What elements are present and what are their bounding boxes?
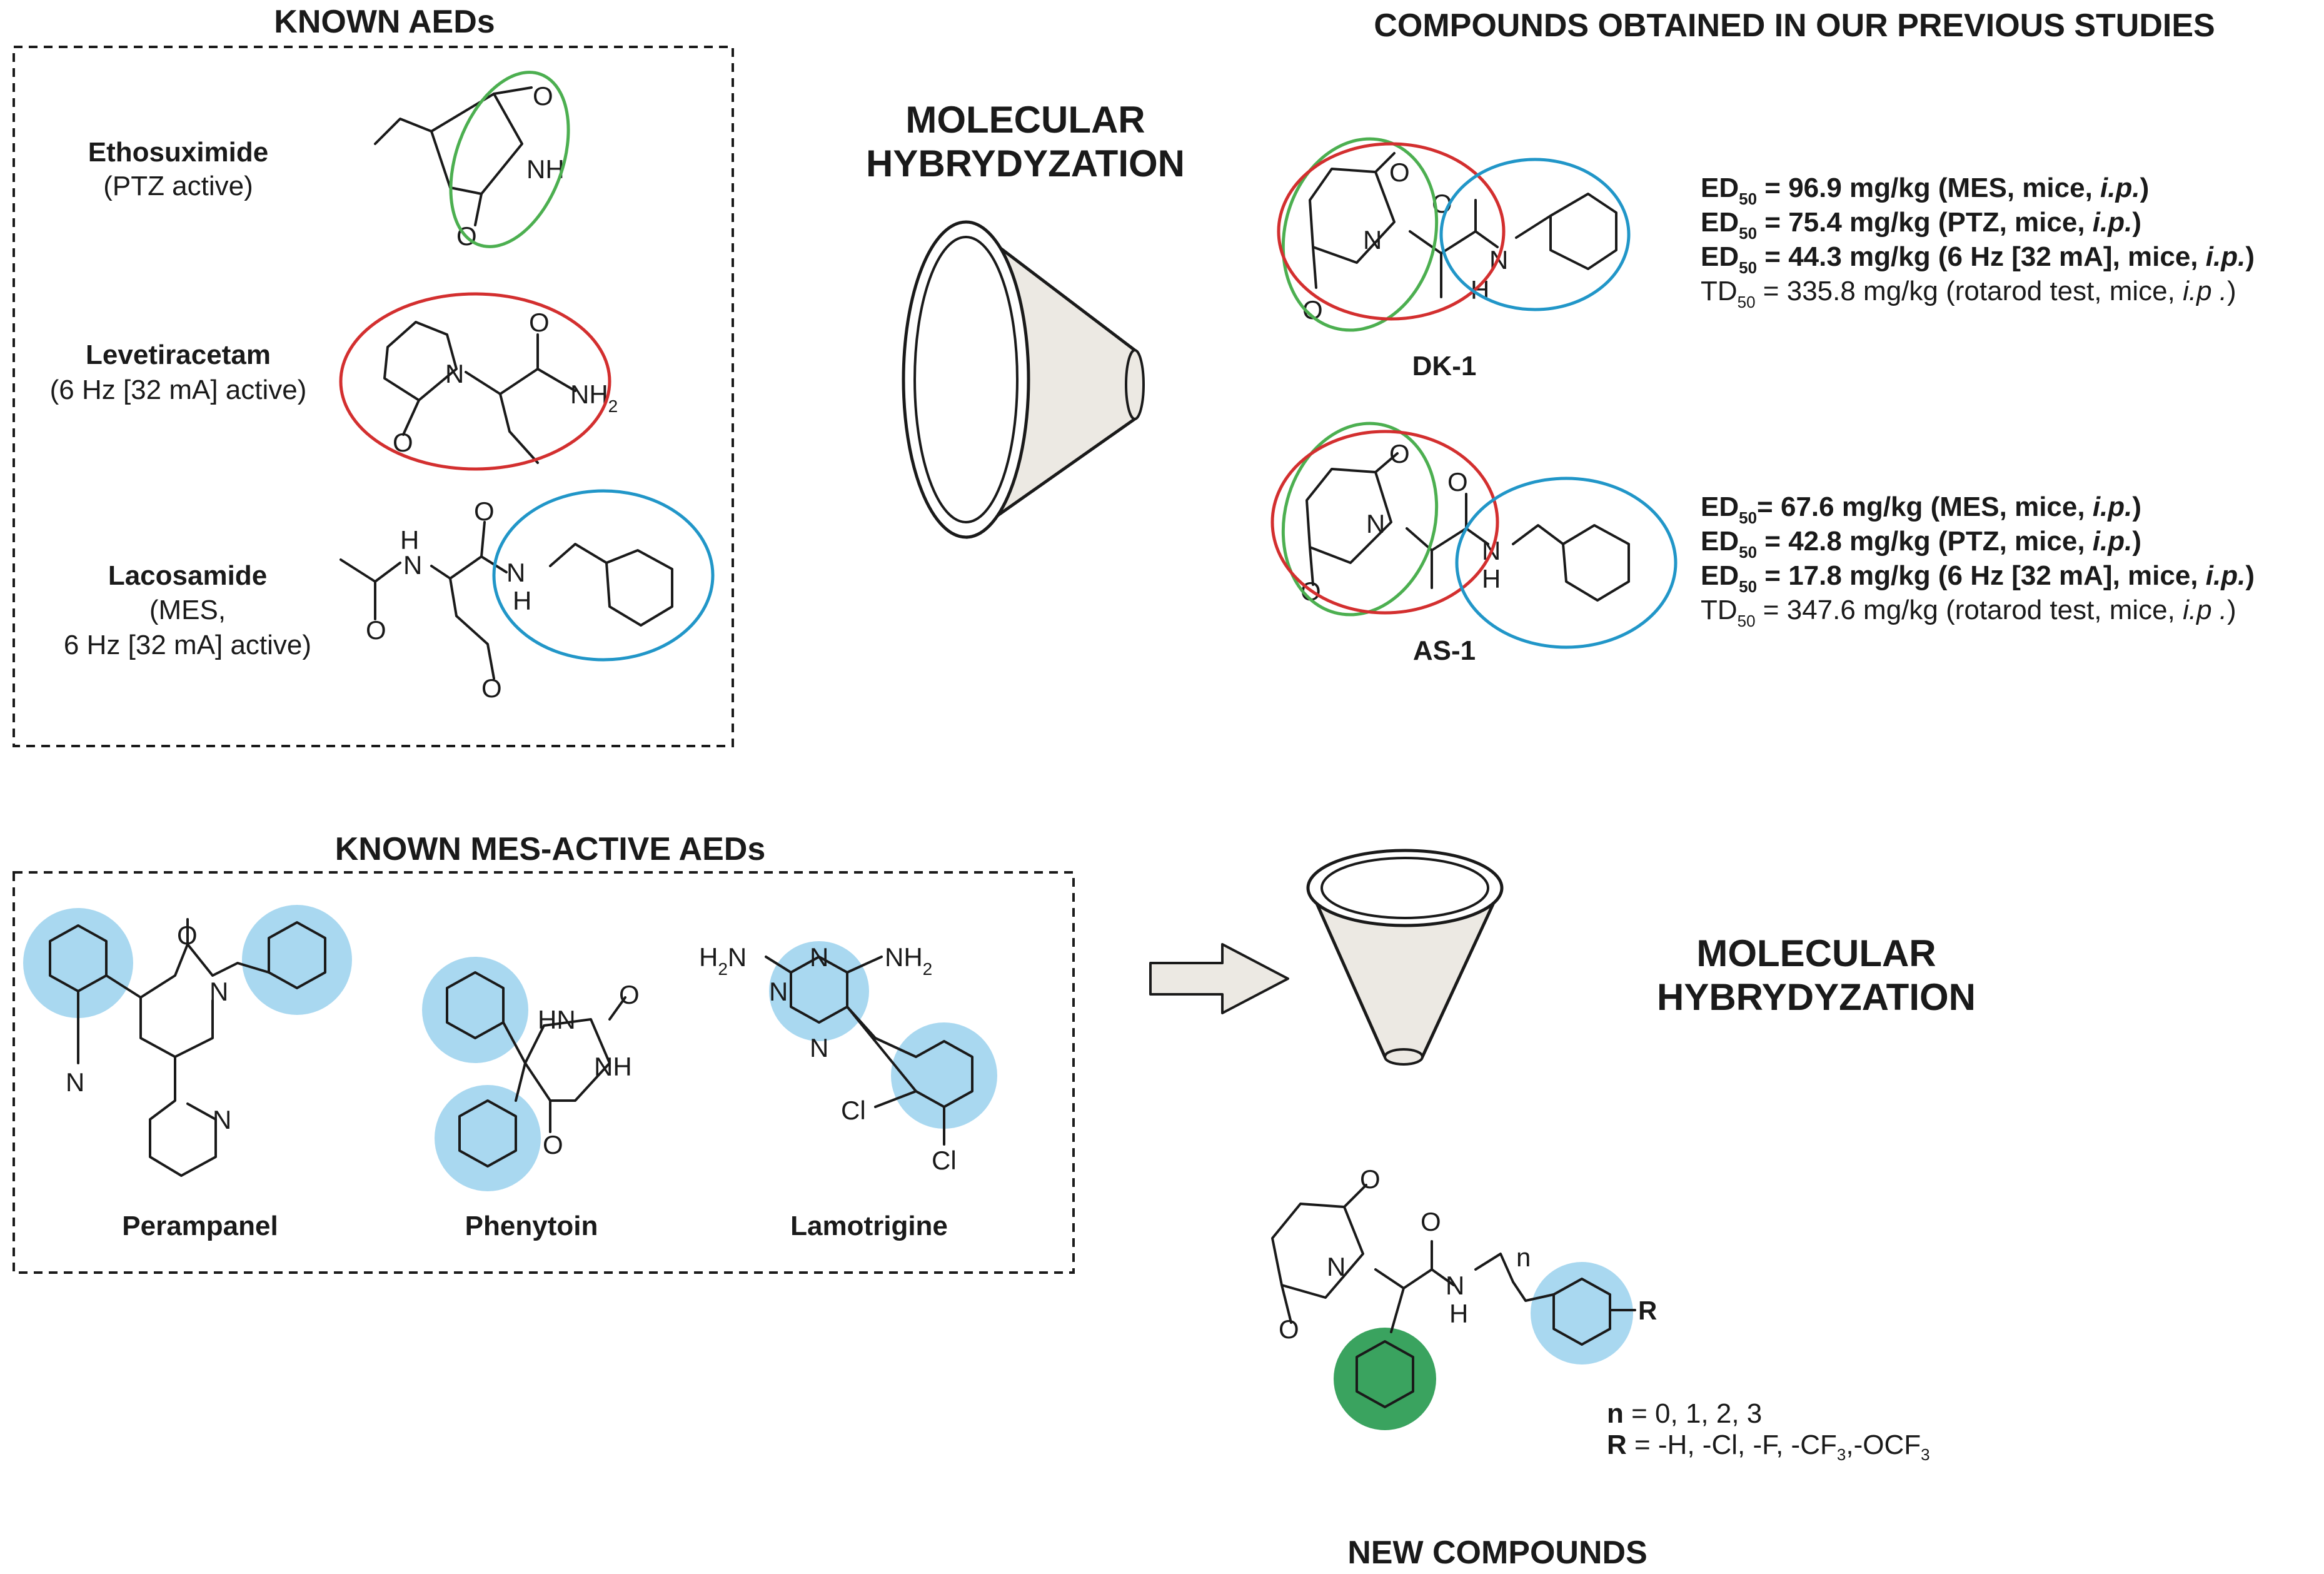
atom-n: N [66, 1067, 84, 1097]
compound-name-as1: AS-1 [1413, 635, 1476, 666]
atom-h: H [513, 586, 531, 615]
atom-n: N [1446, 1271, 1464, 1300]
drug-name-ethosuximide: Ethosuximide [88, 137, 269, 168]
result-as1-1: ED50 = 42.8 mg/kg (PTZ, mice, i.p.) [1701, 526, 2141, 562]
compound-name-dk1: DK-1 [1412, 351, 1477, 381]
hybridization-top-line2: HYBRYDYZATION [866, 143, 1185, 184]
previous-panel: COMPOUNDS OBTAINED IN OUR PREVIOUS STUDI… [1270, 8, 2255, 666]
atom-o: O [481, 673, 502, 703]
atom-o: O [1360, 1164, 1381, 1194]
drug-activity-ethosuximide: (PTZ active) [103, 171, 253, 201]
new-compound-structure: O N O O N H n R [1271, 1164, 1657, 1430]
result-as1-2: ED50 = 17.8 mg/kg (6 Hz [32 mA], mice, i… [1701, 560, 2255, 596]
r-values: R = -H, -Cl, -F, -CF3,-OCF3 [1607, 1430, 1930, 1464]
atom-o: O [474, 497, 495, 526]
known-aeds-title: KNOWN AEDs [274, 4, 495, 40]
atom-nh2: NH2 [570, 380, 618, 416]
atom-cl: Cl [841, 1096, 866, 1125]
hybridization-top: MOLECULAR HYBRYDYZATION [866, 99, 1185, 540]
atom-n: N [403, 550, 422, 580]
atom-h: H [1482, 564, 1501, 593]
known-aeds-panel: KNOWN AEDs Ethosuximide (PTZ active) O N… [13, 4, 734, 747]
results-as1: ED50= 67.6 mg/kg (MES, mice, i.p.) ED50 … [1701, 492, 2255, 630]
atom-o: O [1389, 158, 1410, 187]
atom-n: N [810, 942, 828, 972]
structure-as1: O N O O N H [1270, 421, 1678, 649]
structure-levetiracetam: N O O NH2 [339, 292, 618, 471]
known-aeds-box [13, 46, 734, 747]
drug-name-lacosamide: Lacosamide [108, 560, 267, 591]
hybridization-bottom-line2: HYBRYDYZATION [1657, 976, 1976, 1018]
mes-active-title: KNOWN MES-ACTIVE AEDs [335, 831, 766, 867]
atom-o: O [1447, 467, 1468, 497]
atom-o: O [619, 980, 640, 1009]
atom-n: N [213, 1105, 231, 1134]
structure-lamotrigine: H2N NH2 N N N Cl Cl [699, 941, 997, 1175]
atom-o: O [1389, 439, 1410, 468]
atom-n: N [1366, 509, 1385, 538]
atom-n: N [769, 977, 788, 1006]
structure-phenytoin: HN O NH O [422, 957, 640, 1191]
result-dk1-0: ED50 = 96.9 mg/kg (MES, mice, i.p.) [1701, 173, 2149, 208]
structure-perampanel: O N N N [23, 905, 352, 1177]
atom-h: H [400, 525, 419, 555]
drug-activity-levetiracetam: (6 Hz [32 mA] active) [50, 375, 307, 405]
atom-cl: Cl [932, 1146, 957, 1175]
hybridization-bottom: MOLECULAR HYBRYDYZATION [1306, 849, 1976, 1066]
atom-r: R [1638, 1296, 1657, 1325]
atom-o: O [1421, 1207, 1441, 1236]
drug-name-perampanel: Perampanel [122, 1211, 278, 1241]
n-values: n = 0, 1, 2, 3 [1607, 1398, 1762, 1429]
result-dk1-3: TD50 = 335.8 mg/kg (rotarod test, mice, … [1701, 276, 2236, 311]
hybridization-bottom-line1: MOLECULAR [1696, 932, 1936, 974]
result-as1-0: ED50= 67.6 mg/kg (MES, mice, i.p.) [1701, 492, 2141, 527]
mes-active-box [13, 871, 1075, 1274]
previous-title: COMPOUNDS OBTAINED IN OUR PREVIOUS STUDI… [1374, 8, 2215, 44]
atom-n: N [810, 1033, 828, 1062]
atom-hn: HN [538, 1005, 576, 1034]
atom-o: O [533, 81, 553, 111]
mes-active-panel: KNOWN MES-ACTIVE AEDs O N N N Perampanel [13, 831, 1075, 1274]
arrow [1149, 943, 1289, 1014]
atom-o: O [543, 1130, 563, 1159]
atom-o: O [366, 615, 386, 645]
drug-activity-lacosamide-1: (MES, [149, 595, 226, 625]
atom-h: H [1449, 1299, 1468, 1328]
result-dk1-2: ED50 = 44.3 mg/kg (6 Hz [32 mA], mice, i… [1701, 241, 2255, 277]
atom-nh: NH [594, 1052, 632, 1081]
atom-n: N [506, 558, 525, 587]
drug-name-phenytoin: Phenytoin [465, 1211, 598, 1241]
drug-name-levetiracetam: Levetiracetam [86, 340, 271, 370]
result-as1-3: TD50 = 347.6 mg/kg (rotarod test, mice, … [1701, 595, 2236, 630]
atom-n: N [445, 359, 464, 388]
drug-activity-lacosamide-2: 6 Hz [32 mA] active) [64, 630, 311, 660]
new-compounds-title: NEW COMPOUNDS [1347, 1535, 1647, 1571]
atom-n: N [1327, 1252, 1346, 1281]
result-dk1-1: ED50 = 75.4 mg/kg (PTZ, mice, i.p.) [1701, 207, 2141, 243]
atom-n-index: n [1516, 1243, 1531, 1272]
drug-name-lamotrigine: Lamotrigine [790, 1211, 948, 1241]
structure-dk1: O N O O N H [1277, 137, 1631, 332]
atom-n: N [1363, 225, 1382, 255]
hybridization-top-line1: MOLECULAR [905, 99, 1145, 141]
atom-n: N [209, 977, 228, 1006]
atom-o: O [177, 921, 198, 950]
atom-h2n: H2N [699, 942, 747, 979]
atom-o: O [529, 308, 550, 337]
atom-o: O [1279, 1314, 1299, 1344]
structure-lacosamide: H N O O N H O [340, 489, 715, 703]
structure-ethosuximide: O NH O [374, 71, 570, 251]
results-dk1: ED50 = 96.9 mg/kg (MES, mice, i.p.) ED50… [1701, 173, 2255, 311]
atom-nh2: NH2 [885, 942, 932, 979]
